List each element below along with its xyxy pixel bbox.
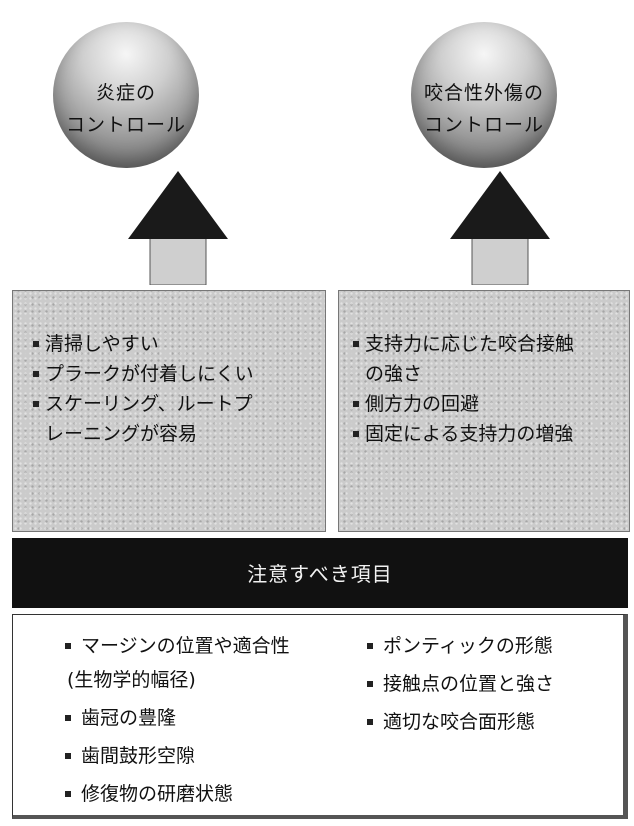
goal-sphere-inflammation: 炎症の コントロール (53, 22, 199, 168)
list-item-text: 清掃しやすい (45, 333, 159, 355)
list-item: 適切な咬合面形態 (365, 705, 615, 739)
list-item-text: 接触点の位置と強さ (383, 673, 555, 695)
list-item: マージンの位置や適合性 (生物学的幅径) (63, 629, 353, 697)
list-item-text: プラークが付着しにくい (45, 363, 254, 385)
list-item-continuation: レーニングが容易 (45, 423, 198, 445)
goal-label-line2: コントロール (423, 114, 544, 136)
list-item-continuation: (生物学的幅径) (67, 669, 196, 691)
attention-items-list-left: マージンの位置や適合性 (生物学的幅径) 歯冠の豊隆 歯間鼓形空隙 修復物の研磨状… (63, 629, 353, 815)
list-item-text: ポンティックの形態 (383, 635, 553, 657)
list-item: 支持力に応じた咬合接触の強さ (351, 329, 627, 389)
list-item: 側方力の回避 (351, 389, 627, 419)
list-item: スケーリング、ルートプレーニングが容易 (31, 389, 321, 449)
list-item-text: 適切な咬合面形態 (383, 711, 536, 733)
list-item-text: 支持力に応じた咬合接触 (365, 333, 575, 355)
list-item: 接触点の位置と強さ (365, 667, 615, 701)
list-item: 修復物の研磨状態 (63, 777, 353, 811)
list-item: 清掃しやすい (31, 329, 321, 359)
list-item: プラークが付着しにくい (31, 359, 321, 389)
list-item-text: マージンの位置や適合性 (81, 635, 290, 657)
attention-items-header: 注意すべき項目 (12, 538, 628, 608)
goal-label-line1: 炎症の (95, 82, 156, 104)
inflammation-requirements-list: 清掃しやすい プラークが付着しにくい スケーリング、ルートプレーニングが容易 (31, 329, 321, 449)
list-item: ポンティックの形態 (365, 629, 615, 663)
list-item-text: スケーリング、ルートプ (45, 393, 253, 415)
occlusal-requirements-box: 支持力に応じた咬合接触の強さ 側方力の回避 固定による支持力の増強 (338, 290, 630, 532)
list-item-text: 歯冠の豊隆 (81, 707, 177, 729)
list-item: 歯冠の豊隆 (63, 701, 353, 735)
attention-items-box: マージンの位置や適合性 (生物学的幅径) 歯冠の豊隆 歯間鼓形空隙 修復物の研磨状… (12, 614, 628, 819)
list-item: 歯間鼓形空隙 (63, 739, 353, 773)
goal-label-line1: 咬合性外傷の (423, 82, 544, 104)
occlusal-requirements-list: 支持力に応じた咬合接触の強さ 側方力の回避 固定による支持力の増強 (351, 329, 627, 449)
list-item-text: 固定による支持力の増強 (365, 423, 574, 445)
up-arrow-icon (450, 171, 550, 285)
attention-items-list-right: ポンティックの形態 接触点の位置と強さ 適切な咬合面形態 (365, 629, 615, 743)
inflammation-requirements-box: 清掃しやすい プラークが付着しにくい スケーリング、ルートプレーニングが容易 (12, 290, 326, 532)
list-item-text: 修復物の研磨状態 (81, 783, 234, 805)
attention-items-title: 注意すべき項目 (247, 562, 393, 586)
goal-label-line2: コントロール (65, 114, 186, 136)
list-item-text: 側方力の回避 (365, 393, 480, 415)
goal-sphere-occlusal-trauma: 咬合性外傷の コントロール (411, 22, 557, 168)
up-arrow-icon (128, 171, 228, 285)
list-item: 固定による支持力の増強 (351, 419, 627, 449)
list-item-continuation: の強さ (365, 363, 423, 385)
list-item-text: 歯間鼓形空隙 (81, 745, 196, 767)
